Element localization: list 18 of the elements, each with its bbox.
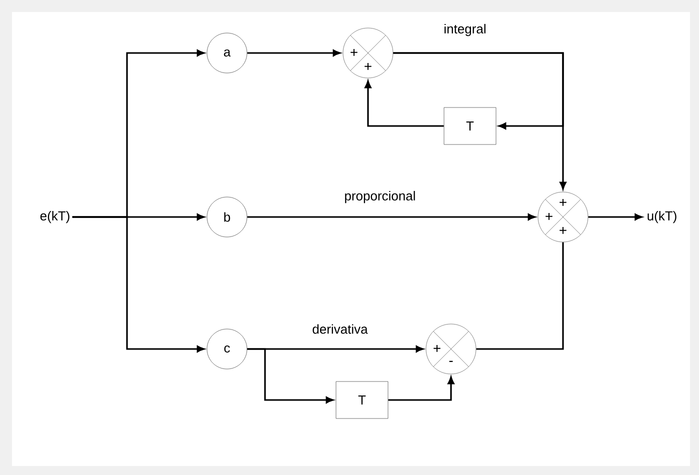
arrow xyxy=(247,50,340,56)
arrow xyxy=(364,80,444,127)
summing-junction: + - xyxy=(426,324,476,374)
arrow xyxy=(247,214,536,220)
edge-label: derivativa xyxy=(312,324,368,334)
arrow xyxy=(393,52,564,130)
summing-junction: + + + xyxy=(538,192,588,242)
signal-label: e(kT) xyxy=(40,210,70,224)
arrow xyxy=(388,376,454,401)
signal-label: u(kT) xyxy=(648,210,676,224)
arrow xyxy=(588,214,642,220)
edge-label: proporcional xyxy=(345,190,415,204)
arrow xyxy=(247,348,334,404)
delay-box: T xyxy=(336,381,388,419)
summing-junction: + + xyxy=(342,28,394,78)
arrow xyxy=(72,216,204,352)
edge-label: integral xyxy=(444,24,486,36)
delay-box: T xyxy=(444,107,496,145)
